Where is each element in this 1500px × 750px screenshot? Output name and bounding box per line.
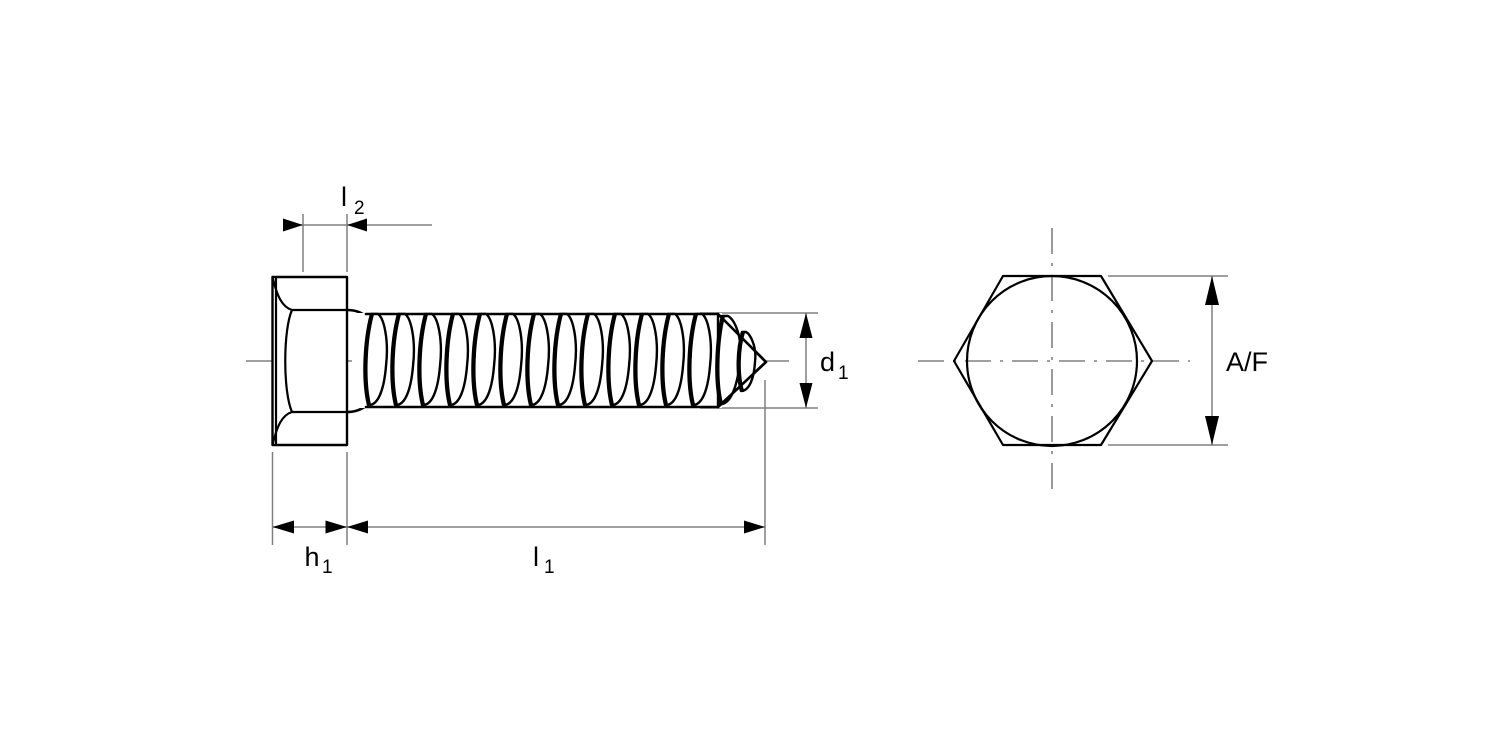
dimension-l2-subscript: 2 — [354, 198, 365, 219]
dimension-af-arrow-bottom — [1205, 416, 1219, 445]
dimension-h1-arrow-left — [272, 520, 294, 534]
dimension-d1-label: d — [820, 347, 835, 377]
hexagon-outline — [952, 274, 1154, 447]
dimension-d1: d 1 — [799, 313, 849, 408]
dimension-af-label: A/F — [1226, 347, 1268, 377]
dimension-l1-arrow-left — [347, 520, 368, 534]
dimension-h1-subscript: 1 — [322, 557, 333, 578]
chamfer-circle — [965, 274, 1139, 448]
side-view — [246, 214, 818, 545]
dimension-l1: l 1 — [347, 520, 765, 578]
dimension-d1-subscript: 1 — [838, 363, 849, 384]
dimension-h1-label: h — [304, 542, 319, 572]
end-view — [918, 228, 1228, 495]
dimension-af-arrow-top — [1205, 276, 1219, 305]
dimension-d1-arrow-top — [799, 313, 813, 338]
dimension-l2-arrow-left — [283, 218, 303, 232]
dimension-h1: h 1 — [272, 520, 347, 578]
dimension-l2: l 2 — [283, 182, 432, 232]
thread-helix — [363, 312, 713, 407]
hex-head-side-profile — [271, 275, 349, 447]
dimension-d1-arrow-bottom — [799, 383, 813, 408]
dimension-l2-arrow-right — [347, 218, 367, 232]
dimension-h1-arrow-right — [325, 520, 347, 534]
dimension-l1-arrow-right — [744, 520, 765, 534]
dimension-l1-subscript: 1 — [544, 557, 555, 578]
screw-point — [715, 312, 768, 409]
dimension-l1-label: l — [533, 542, 539, 572]
dimension-af: A/F — [1205, 276, 1268, 445]
dimension-l2-label: l — [341, 182, 347, 212]
